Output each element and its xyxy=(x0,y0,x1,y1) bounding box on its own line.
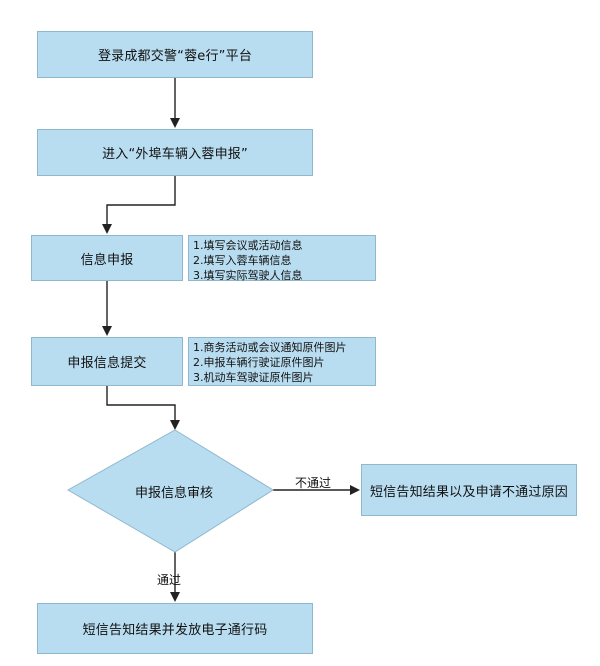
declare-note-2: 2.填写入蓉车辆信息 xyxy=(193,254,292,267)
step-pass-result-box: 短信告知结果并发放电子通行码 xyxy=(37,603,313,654)
step-enter-box: 进入“外埠车辆入蓉申报” xyxy=(37,129,313,176)
step-review-text: 申报信息审核 xyxy=(135,486,214,501)
arrow-enter-to-declare xyxy=(102,176,176,234)
declare-notes: 1.填写会议或活动信息 2.填写入蓉车辆信息 3.填写实际驾驶人信息 xyxy=(188,235,376,282)
submit-note-3: 3.机动车驾驶证原件图片 xyxy=(193,371,314,384)
submit-note-2: 2.申报车辆行驶证原件图片 xyxy=(193,356,325,369)
submit-note-1: 1.商务活动或会议通知原件图片 xyxy=(193,341,347,354)
step-pass-result-text: 短信告知结果并发放电子通行码 xyxy=(82,623,268,638)
step-fail-result-box: 短信告知结果以及申请不通过原因 xyxy=(361,464,577,516)
edge-label-pass: 通过 xyxy=(157,573,182,587)
step-submit-box: 申报信息提交 xyxy=(31,337,183,386)
step-login-text: 登录成都交警“蓉e行”平台 xyxy=(97,49,253,64)
step-declare-box: 信息申报 xyxy=(31,235,183,281)
declare-note-1: 1.填写会议或活动信息 xyxy=(193,239,303,252)
step-submit-text: 申报信息提交 xyxy=(67,356,147,371)
step-declare-text: 信息申报 xyxy=(80,252,134,268)
edge-label-fail: 不通过 xyxy=(295,476,332,490)
step-enter-text: 进入“外埠车辆入蓉申报” xyxy=(102,147,248,162)
step-fail-result-text: 短信告知结果以及申请不通过原因 xyxy=(369,484,568,500)
review-decision-diamond xyxy=(66,429,274,553)
step-login-box: 登录成都交警“蓉e行”平台 xyxy=(37,31,313,78)
submit-notes: 1.商务活动或会议通知原件图片 2.申报车辆行驶证原件图片 3.机动车驾驶证原件… xyxy=(188,337,376,386)
declare-note-3: 3.填写实际驾驶人信息 xyxy=(193,269,303,282)
arrow-submit-to-review xyxy=(106,386,180,430)
